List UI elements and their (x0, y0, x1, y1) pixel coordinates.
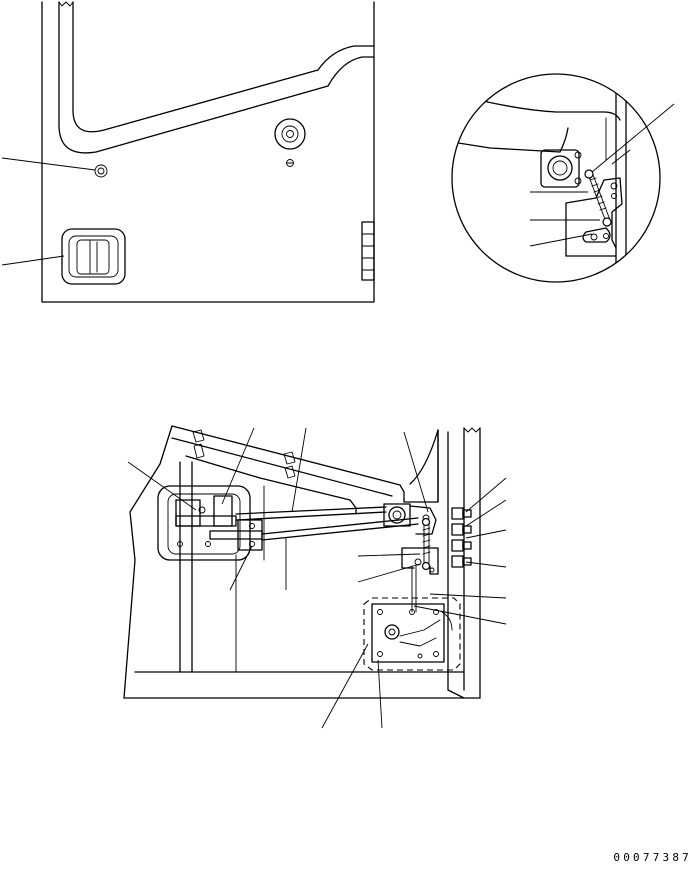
leader-door-handle (1, 255, 65, 266)
leader-detail-4 (529, 233, 593, 247)
frame-left-edge (123, 425, 173, 699)
break-line (58, 1, 74, 7)
door-panel-view (1, 1, 375, 303)
leaders-bottom-view (127, 427, 507, 729)
panel-bolt (94, 164, 108, 178)
door-panel-outline (41, 1, 375, 303)
leader-detail-1 (591, 103, 675, 173)
door-handle (61, 228, 126, 285)
right-frame (437, 427, 481, 699)
window-opening-outer (58, 1, 375, 154)
left-posts (179, 461, 265, 673)
detail-lock-body (540, 149, 582, 188)
lock-detail-view (451, 73, 675, 283)
drawing-code: 00077387 (613, 851, 692, 864)
linkage-rods (235, 506, 419, 541)
bottom-frame (123, 671, 481, 699)
frame-bolts (451, 507, 472, 568)
leader-panel-bolt (1, 157, 96, 171)
inner-handle-assembly (157, 485, 263, 561)
lower-lock-body (363, 565, 461, 671)
hinge-strip (361, 221, 375, 281)
door-lock-boss (274, 118, 306, 167)
beam-studs (192, 429, 296, 479)
detail-rod (584, 169, 612, 227)
interior-linkage-view (123, 425, 507, 729)
detail-circle (451, 73, 661, 283)
window-opening-inner (72, 1, 375, 133)
upper-lock-mechanism (383, 503, 439, 575)
